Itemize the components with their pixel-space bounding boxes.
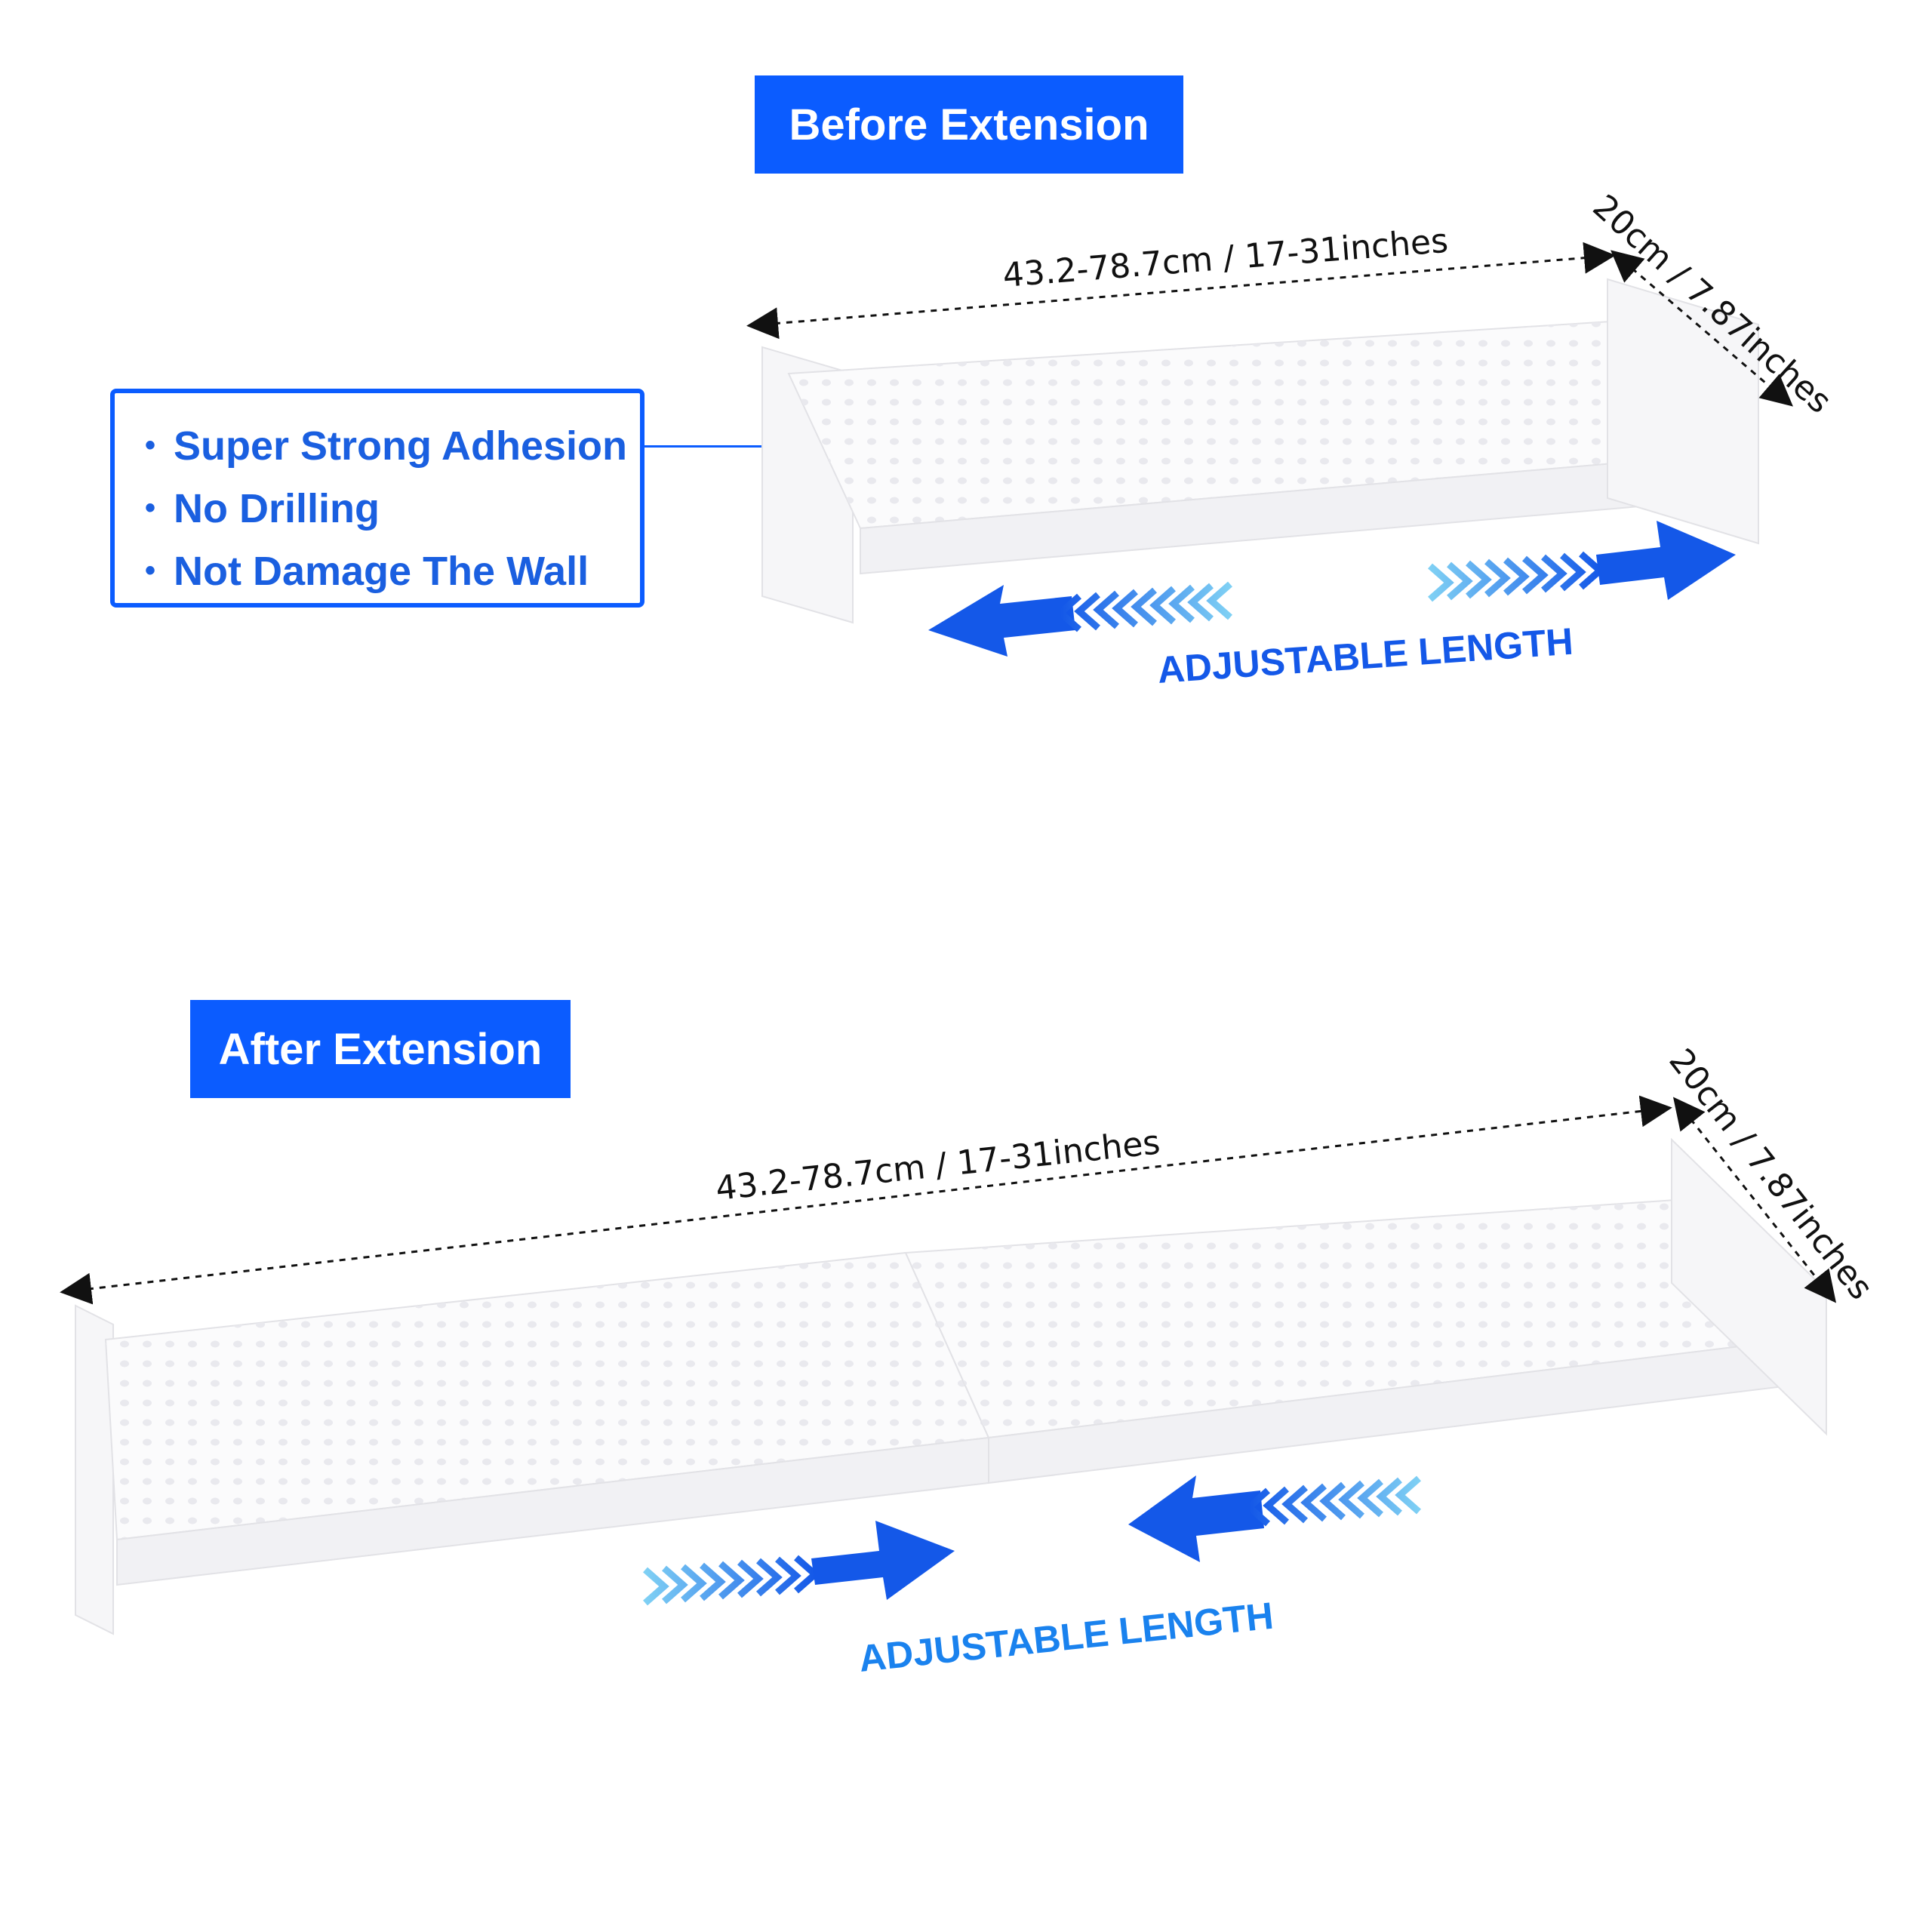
before-length-dimension-line xyxy=(746,242,1616,340)
feature-label: Not Damage The Wall xyxy=(174,549,589,594)
feature-item: • No Drilling xyxy=(145,477,640,540)
after-right-arrow xyxy=(643,1521,955,1606)
before-shelf xyxy=(761,278,1759,624)
bullet-icon: • xyxy=(145,554,156,587)
before-adjustable-length-label: ADJUSTABLE LENGTH xyxy=(1156,620,1574,691)
feature-label: No Drilling xyxy=(174,486,380,531)
bullet-icon: • xyxy=(145,429,156,462)
after-length-label: 43.2-78.7cm / 17-31inches xyxy=(714,1123,1162,1208)
feature-list: • Super Strong Adhesion • No Drilling • Not… xyxy=(115,393,640,602)
after-depth-dimension-line xyxy=(1672,1097,1837,1303)
before-depth-dimension-line xyxy=(1611,250,1793,407)
before-left-arrow xyxy=(928,581,1232,657)
after-extension-badge: After Extension xyxy=(190,1000,571,1098)
bullet-icon: • xyxy=(145,491,156,525)
after-shelf xyxy=(75,1137,1827,1635)
before-right-arrow xyxy=(1428,521,1736,602)
after-left-arrow xyxy=(1128,1475,1421,1562)
feature-list-box: • Super Strong Adhesion • No Drilling • Not… xyxy=(110,389,645,608)
before-length-label: 43.2-78.7cm / 17-31inches xyxy=(1001,222,1450,295)
after-adjustable-length-label: ADJUSTABLE LENGTH xyxy=(857,1595,1275,1680)
feature-item: • Not Damage The Wall xyxy=(145,540,640,602)
feature-connector-line xyxy=(645,445,773,448)
feature-label: Super Strong Adhesion xyxy=(174,423,628,469)
feature-item: • Super Strong Adhesion xyxy=(145,414,640,477)
before-extension-badge: Before Extension xyxy=(755,75,1183,174)
